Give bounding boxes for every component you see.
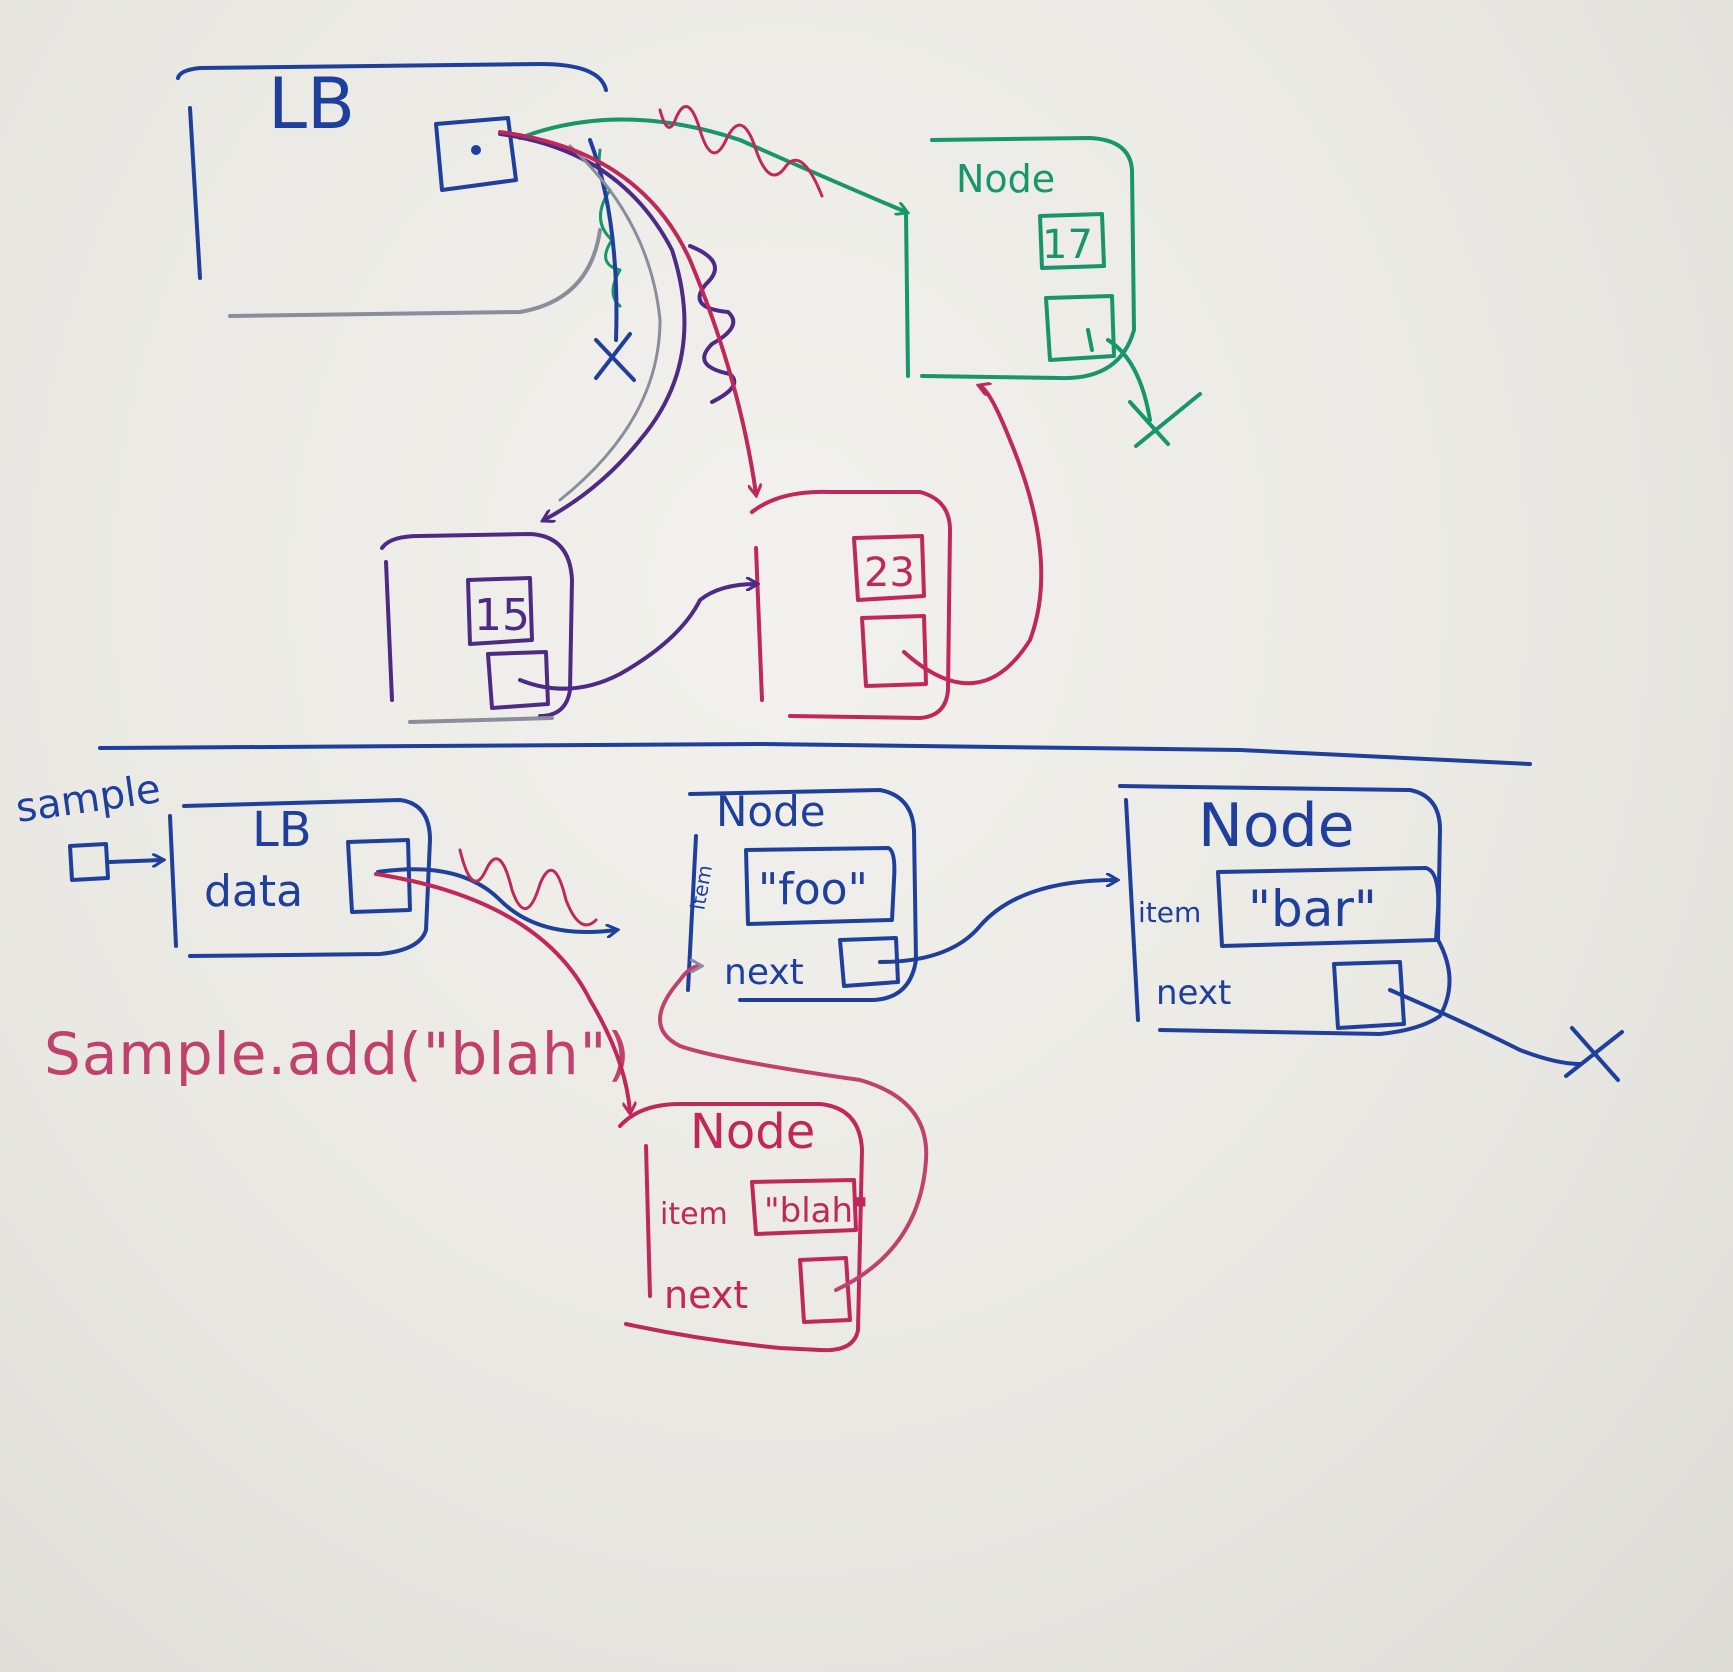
node-bar-item-value: "bar": [1248, 880, 1377, 938]
arrow-sample-to-lb: [108, 860, 162, 862]
sample-add-call: Sample.add("blah"): [44, 1020, 631, 1088]
green-null-x: [1128, 392, 1202, 448]
node-blah-box: Node item "blah" next: [618, 1102, 869, 1353]
arrow-lb-to-purple-node: [498, 132, 687, 520]
purple-node-value: 15: [474, 590, 530, 641]
red-node-box: 23: [750, 489, 952, 720]
top-lb-pointer-dot: [471, 145, 481, 155]
strike-wave-red: [658, 105, 824, 198]
top-lb-label: LB: [268, 63, 355, 145]
node-bar-box: Node item "bar" next: [1118, 784, 1624, 1082]
node-foo-next-label: next: [724, 952, 804, 993]
arrow-red-to-green-node: [902, 386, 1044, 686]
purple-squiggle: [688, 244, 737, 404]
red-node-value: 23: [864, 550, 915, 596]
sample-variable-label: sample: [13, 766, 163, 832]
bottom-lb-label: LB: [252, 802, 312, 858]
arrow-purple-to-red-node: [518, 584, 756, 691]
bottom-lb-data-field: data: [204, 866, 303, 917]
node-blah-title: Node: [690, 1104, 815, 1160]
node-blah-next-label: next: [664, 1273, 748, 1317]
arrow-lb-to-green-node: [518, 117, 906, 212]
green-node-value: 17: [1042, 222, 1093, 268]
arrow-lb-to-node-foo: [376, 867, 616, 932]
top-lb-box: LB: [176, 62, 608, 318]
node-bar-item-label: item: [1138, 896, 1201, 929]
green-node-box: Node 17: [904, 136, 1202, 448]
arrow-lb-to-red-node: [498, 130, 756, 494]
arrow-node-blah-to-node-foo: [658, 966, 929, 1292]
node-blah-item-label: item: [660, 1197, 728, 1232]
strike-wave-bottom: [458, 848, 598, 927]
arrow-node-foo-to-node-bar: [878, 880, 1116, 964]
node-foo-title: Node: [716, 787, 826, 836]
green-node-label: Node: [956, 157, 1055, 201]
node-foo-box: Node item "foo" next: [685, 787, 918, 1002]
purple-node-box: 15: [380, 532, 574, 724]
node-blah-item-value: "blah": [764, 1191, 869, 1231]
node-bar-next-label: next: [1156, 973, 1231, 1013]
arrow-lb-to-node-blah: [374, 872, 630, 1112]
node-bar-null-x: [1564, 1026, 1624, 1082]
node-bar-title: Node: [1198, 791, 1355, 861]
blue-null-x: [594, 332, 636, 382]
node-foo-item-value: "foo": [758, 864, 868, 915]
divider-line: [98, 742, 1532, 766]
node-foo-item-label: item: [685, 863, 716, 912]
sample-pointer-cell: [68, 842, 110, 882]
